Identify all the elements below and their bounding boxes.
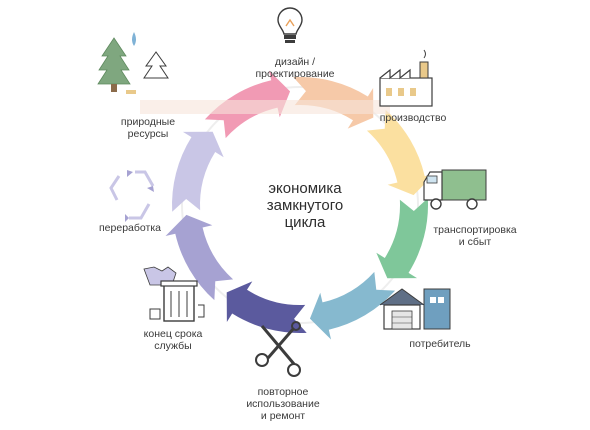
tree-icon	[97, 32, 169, 94]
stage-label-transport: транспортировка и сбыт	[433, 224, 517, 248]
ring-segment-reuse	[226, 281, 307, 333]
stage-label-recycling: переработка	[99, 222, 161, 234]
stage-label-natural-resources: природные ресурсы	[120, 116, 176, 140]
ring-segment-transport	[376, 198, 428, 279]
ring-segment-consumer	[309, 271, 396, 340]
stage-label-production: производство	[379, 112, 447, 124]
ring-segment-end-of-life	[165, 214, 234, 301]
stage-label-design: дизайн / проектирование	[255, 56, 335, 80]
lightbulb-icon	[277, 7, 303, 43]
recycle-icon	[109, 170, 155, 222]
stage-label-reuse-repair: повторное использование и ремонт	[246, 386, 320, 422]
factory-icon	[379, 49, 433, 107]
ring-segment-production	[366, 109, 435, 196]
truck-icon	[423, 169, 487, 210]
ring-segment-recycling	[172, 131, 224, 212]
scissors-wrench-icon	[255, 321, 301, 377]
stage-label-consumer: потребитель	[409, 338, 471, 350]
house-icon	[379, 288, 451, 330]
trash-bin-icon	[143, 266, 205, 322]
diagram-center-title: экономика замкнутого цикла	[266, 180, 344, 231]
stage-label-end-of-life: конец срока службы	[143, 328, 203, 352]
highlight-band	[140, 100, 390, 114]
